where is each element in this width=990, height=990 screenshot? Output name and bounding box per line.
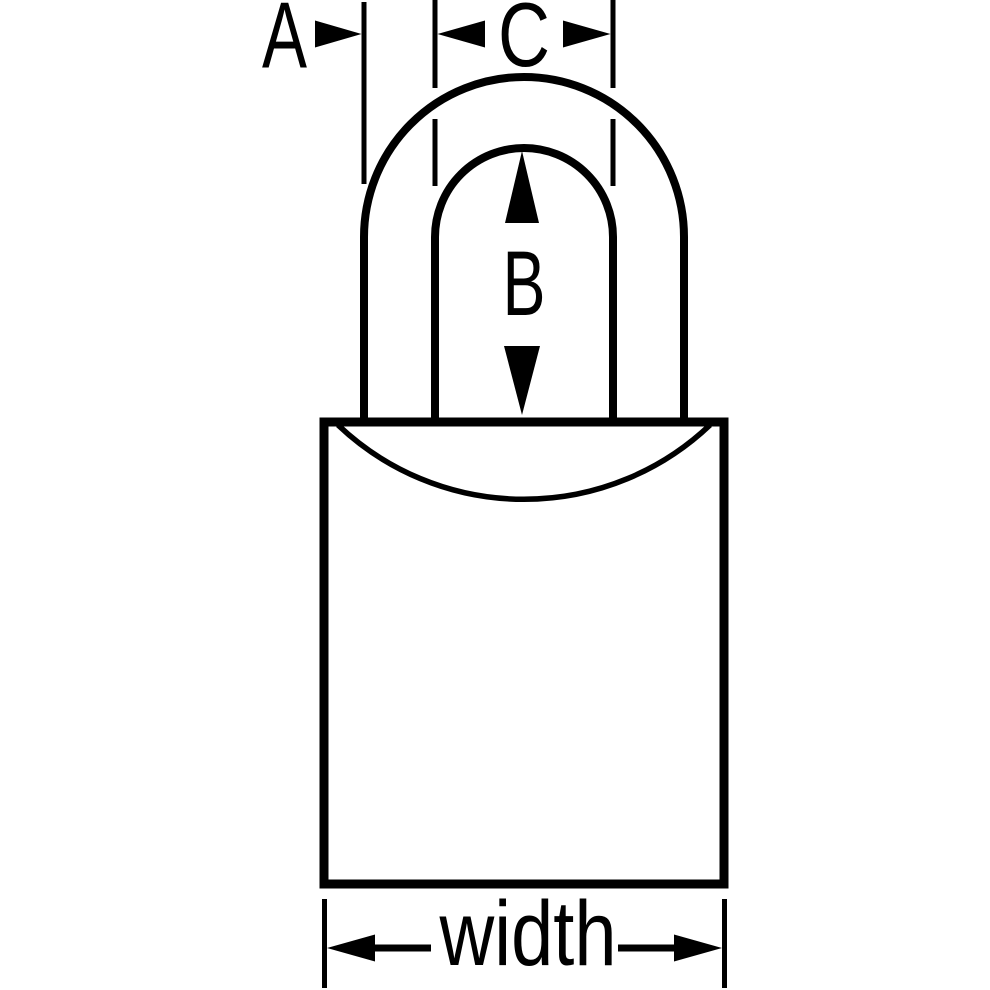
dim-c-right-arrow-icon <box>563 20 611 48</box>
dim-a-arrow-icon <box>315 20 362 48</box>
dim-width-left-arrow-icon <box>327 934 375 962</box>
shackle-inner-outline <box>431 144 617 421</box>
dim-width-right-arrow-icon <box>674 934 722 962</box>
dim-width-label: width <box>439 883 617 985</box>
dim-b-down-arrow-icon <box>504 346 540 415</box>
dim-c-label: C <box>498 0 550 86</box>
dim-c-left-arrow-icon <box>437 20 485 48</box>
shackle-outer-outline <box>360 73 688 421</box>
dim-a-label: A <box>262 0 307 88</box>
padlock-body <box>319 417 729 889</box>
dim-b-label: B <box>503 233 546 335</box>
dim-b-up-arrow-icon <box>505 151 539 223</box>
body-collar-curve <box>336 423 712 503</box>
